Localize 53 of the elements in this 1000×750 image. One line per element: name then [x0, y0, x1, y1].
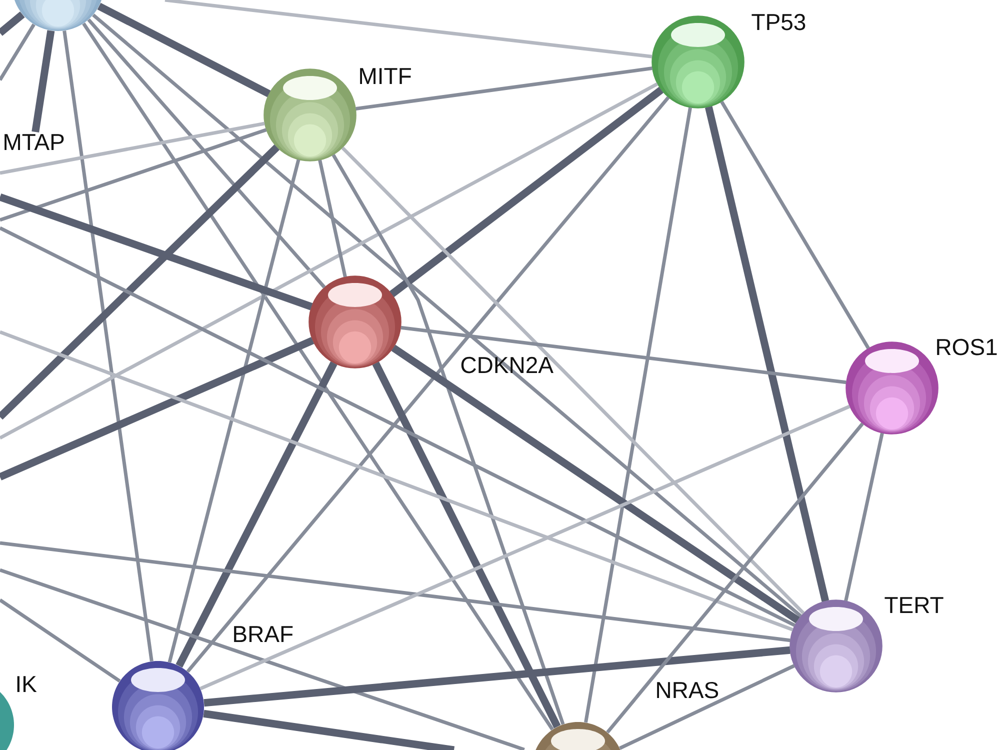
interaction-line — [332, 154, 565, 725]
node-label: BRAF — [234, 626, 293, 642]
node-sphere — [264, 68, 356, 162]
interaction-line — [32, 30, 55, 133]
interaction-line — [619, 664, 795, 750]
interaction-line — [584, 107, 692, 723]
interaction-line — [720, 100, 870, 350]
interaction-line — [168, 159, 300, 663]
interaction-line — [391, 344, 800, 624]
interaction-line — [97, 2, 271, 98]
interaction-line — [0, 541, 790, 642]
interaction-line — [372, 362, 561, 728]
interaction-line — [0, 128, 267, 222]
node-sphere — [846, 342, 938, 434]
node-label: IK — [17, 676, 37, 692]
interaction-line — [203, 710, 455, 750]
interaction-line — [0, 82, 658, 440]
interaction-line — [82, 22, 554, 730]
node-sphere — [790, 600, 882, 692]
node-label: TP53 — [752, 14, 806, 30]
interaction-line — [606, 422, 864, 734]
node-label: TERT — [884, 597, 944, 613]
interaction-line — [0, 337, 314, 480]
interaction-line — [0, 12, 25, 36]
interaction-line — [0, 598, 121, 683]
node-sphere — [652, 16, 744, 108]
interaction-line — [0, 193, 313, 310]
node-label: CDKN2A — [461, 356, 554, 374]
interaction-line — [844, 432, 884, 602]
interaction-line — [87, 18, 326, 288]
interaction-line — [0, 144, 280, 420]
interaction-line — [0, 226, 796, 627]
interaction-line — [318, 160, 347, 278]
interaction-line — [0, 122, 265, 175]
interaction-line — [0, 330, 794, 632]
interaction-line — [400, 326, 846, 384]
interaction-line — [704, 106, 830, 602]
node-label: MITF — [360, 68, 411, 84]
interaction-line — [200, 404, 850, 690]
interaction-line — [62, 30, 154, 662]
interaction-line — [92, 14, 802, 618]
interaction-line — [204, 646, 790, 707]
interaction-line — [390, 86, 664, 298]
node-label: NRAS — [657, 682, 718, 698]
node-label: MTAP — [4, 134, 64, 150]
node-label: ROS1 — [937, 338, 997, 356]
interaction-line — [0, 24, 36, 81]
interaction-line — [186, 96, 670, 673]
node-sphere — [308, 276, 402, 368]
interaction-line — [176, 361, 338, 668]
interaction-line — [341, 146, 805, 614]
interaction-line — [164, 0, 652, 58]
interaction-line — [356, 66, 652, 110]
